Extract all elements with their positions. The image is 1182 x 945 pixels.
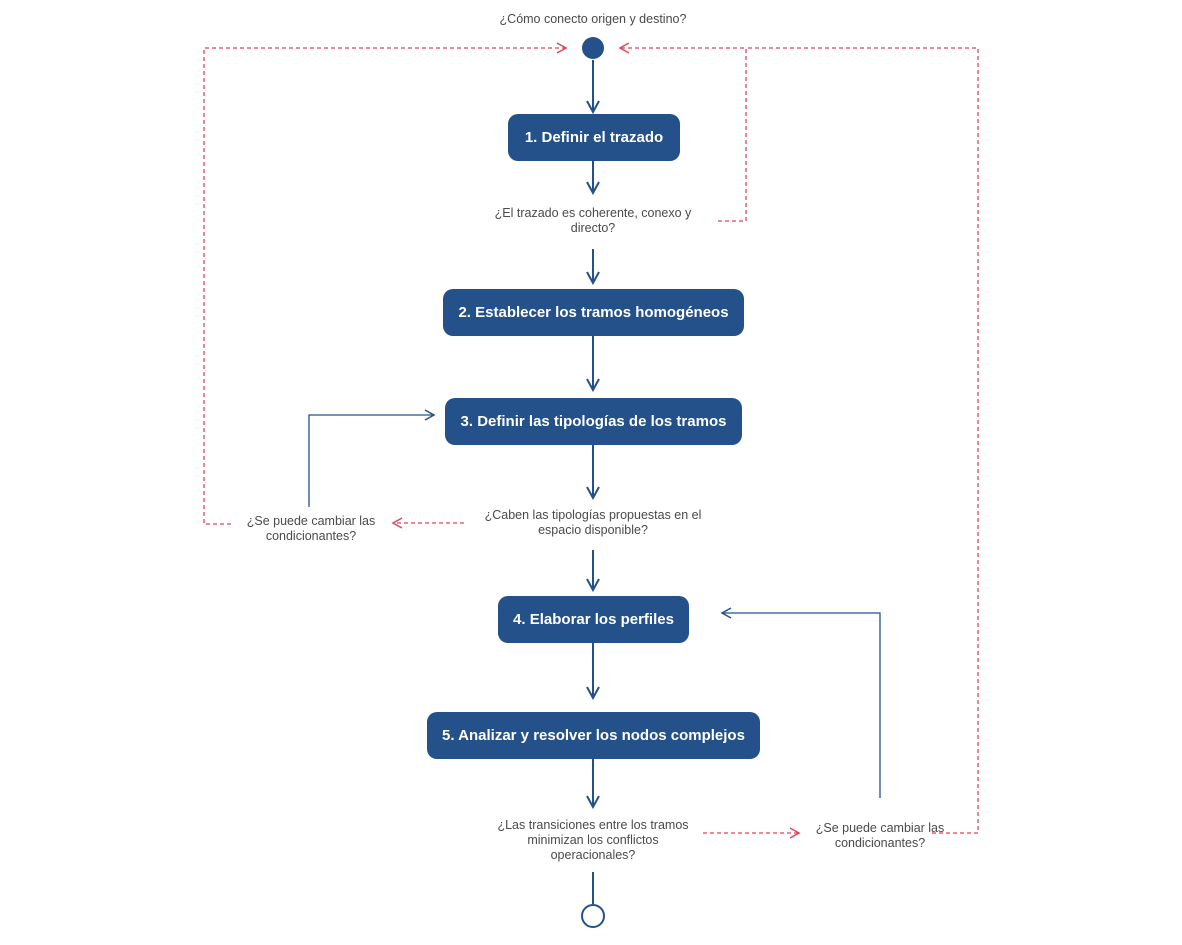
question-transitions: ¿Las transiciones entre los tramos minim… [497,818,689,862]
dashed-right-to-start [748,47,979,834]
start-node [582,37,604,59]
loop-left-to-step3 [308,409,436,507]
dashed-q1-to-start [618,42,747,222]
start-question: ¿Cómo conecto origen y destino? [499,12,687,26]
dashed-loops [203,42,979,839]
step-2-box: 2. Establecer los tramos homogéneos [443,289,744,336]
question-coherence: ¿El trazado es coherente, conexo y direc… [494,206,692,235]
question-fit: ¿Caben las tipologías propuestas en el e… [484,508,702,537]
end-node [581,904,605,928]
loop-right-to-step4 [720,607,881,798]
question-change-left: ¿Se puede cambiar las condicionantes? [246,514,376,543]
step-5-box: 5. Analizar y resolver los nodos complej… [427,712,760,759]
feedback-loops [308,409,881,798]
step-3-box: 3. Definir las tipologías de los tramos [445,398,742,445]
step-4-box: 4. Elaborar los perfiles [498,596,689,643]
step-1-box: 1. Definir el trazado [508,114,680,161]
question-change-right: ¿Se puede cambiar las condicionantes? [815,821,945,850]
